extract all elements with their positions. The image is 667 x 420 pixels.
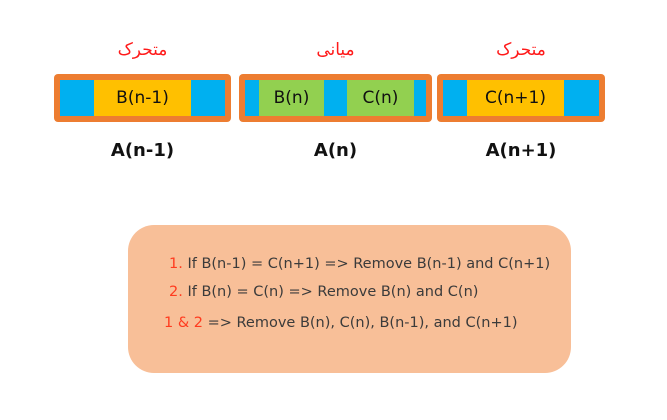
caption-a-n: A(n) <box>313 140 358 161</box>
rule-combined-number: 1 & 2 <box>164 315 203 331</box>
rule-2-number: 2. <box>169 284 183 300</box>
block-top-label-moving-left: متحرک <box>117 40 168 60</box>
block-a-n-minus-1: B(n-1) <box>54 74 231 122</box>
segment-b-n-minus-1: B(n-1) <box>94 80 191 116</box>
rules-box: 1. If B(n-1) = C(n+1) => Remove B(n-1) a… <box>128 225 571 373</box>
rule-1-number: 1. <box>169 256 183 272</box>
segment-blue <box>60 80 94 116</box>
block-a-n-plus-1: C(n+1) <box>437 74 605 122</box>
segment-blue <box>414 80 426 116</box>
segment-blue <box>443 80 467 116</box>
segment-c-n-plus-1: C(n+1) <box>467 80 564 116</box>
rule-combined-text: => Remove B(n), C(n), B(n-1), and C(n+1) <box>202 315 518 331</box>
segment-blue <box>324 80 347 116</box>
segment-blue <box>191 80 225 116</box>
rule-2-text: If B(n) = C(n) => Remove B(n) and C(n) <box>182 284 479 300</box>
segment-blue <box>245 80 259 116</box>
rule-1: 1. If B(n-1) = C(n+1) => Remove B(n-1) a… <box>169 256 550 272</box>
rule-1-text: If B(n-1) = C(n+1) => Remove B(n-1) and … <box>182 256 551 272</box>
rule-2: 2. If B(n) = C(n) => Remove B(n) and C(n… <box>169 284 478 300</box>
segment-b-n: B(n) <box>259 80 324 116</box>
rule-combined: 1 & 2 => Remove B(n), C(n), B(n-1), and … <box>164 315 518 331</box>
block-a-n: B(n) C(n) <box>239 74 432 122</box>
caption-a-n-plus-1: A(n+1) <box>485 140 557 161</box>
caption-a-n-minus-1: A(n-1) <box>110 140 175 161</box>
segment-c-n: C(n) <box>347 80 414 116</box>
block-top-label-middle: میانی <box>316 40 355 60</box>
segment-blue <box>564 80 599 116</box>
block-top-label-moving-right: متحرک <box>496 40 546 60</box>
